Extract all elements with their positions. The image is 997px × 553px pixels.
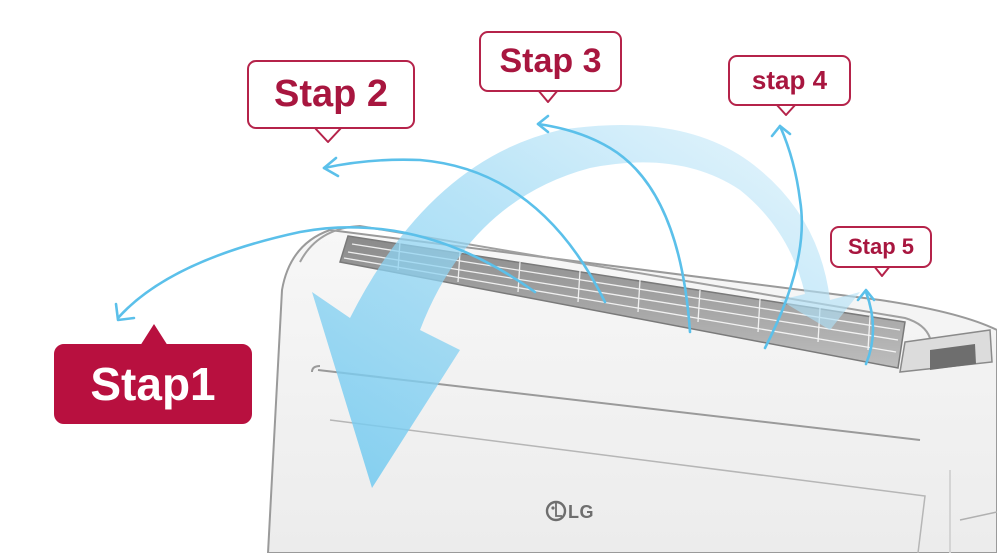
airflow-arrow-step-5 (856, 288, 876, 366)
airflow-arrow-icon (312, 125, 860, 488)
airflow-arrow-step-2 (322, 156, 607, 304)
step-4-label: stap 4 (728, 55, 851, 106)
step-5-label: Stap 5 (830, 226, 932, 268)
step-1-label: Stap1 (54, 344, 252, 424)
callout-tails (140, 89, 891, 346)
step-3-label: Stap 3 (479, 31, 622, 92)
airflow-arrow-step-4 (763, 124, 804, 350)
step-2-label: Stap 2 (247, 60, 415, 129)
airflow-arrow-step-1 (114, 226, 537, 322)
airflow-arrow-step-3 (536, 114, 692, 334)
lg-logo-icon (545, 500, 567, 522)
brand-logo-text: LG (568, 502, 594, 522)
